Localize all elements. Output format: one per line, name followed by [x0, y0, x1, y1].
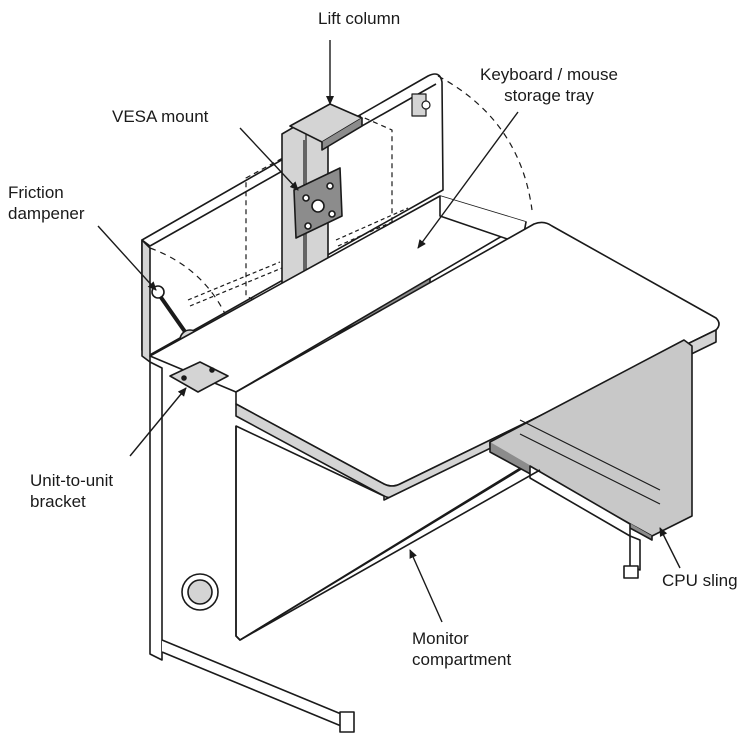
swing-arc-left [149, 247, 233, 331]
front-rail [239, 469, 541, 641]
label-monitor-line1: Monitor [412, 629, 469, 648]
panel-slots-left [187, 261, 283, 307]
left-leg-foot [161, 639, 347, 729]
label-bracket-line1: Unit-to-unit [30, 471, 114, 490]
label-lift-column: Lift column [318, 9, 401, 28]
label-keyboard-tray: Keyboard / mouse storage tray [480, 64, 618, 106]
left-leg [149, 361, 163, 661]
label-keyboard-tray-line1: Keyboard / mouse [480, 65, 618, 84]
label-friction-dampener: Friction dampener [8, 182, 85, 224]
label-cpu-sling: CPU sling [662, 571, 738, 590]
label-unit-bracket: Unit-to-unit bracket [30, 470, 113, 512]
label-bracket-line2: bracket [30, 492, 86, 511]
arrow-keyboard-tray [417, 111, 519, 249]
desk-top-edge [235, 329, 717, 499]
label-keyboard-tray-line2: storage tray [504, 86, 594, 105]
arrow-monitor-compartment [409, 549, 443, 623]
label-monitor-line2: compartment [412, 650, 512, 669]
friction-dampener [158, 294, 190, 338]
arrow-cpu-sling [659, 527, 681, 569]
label-friction-line1: Friction [8, 183, 64, 202]
label-friction-line2: dampener [8, 204, 85, 223]
label-monitor-compartment: Monitor compartment [412, 628, 511, 670]
arrow-unit-bracket [129, 387, 187, 457]
arrow-friction-dampener [97, 225, 157, 291]
side-panel-left [141, 239, 151, 363]
label-vesa-mount: VESA mount [112, 107, 209, 126]
arrow-vesa-mount [239, 127, 299, 191]
